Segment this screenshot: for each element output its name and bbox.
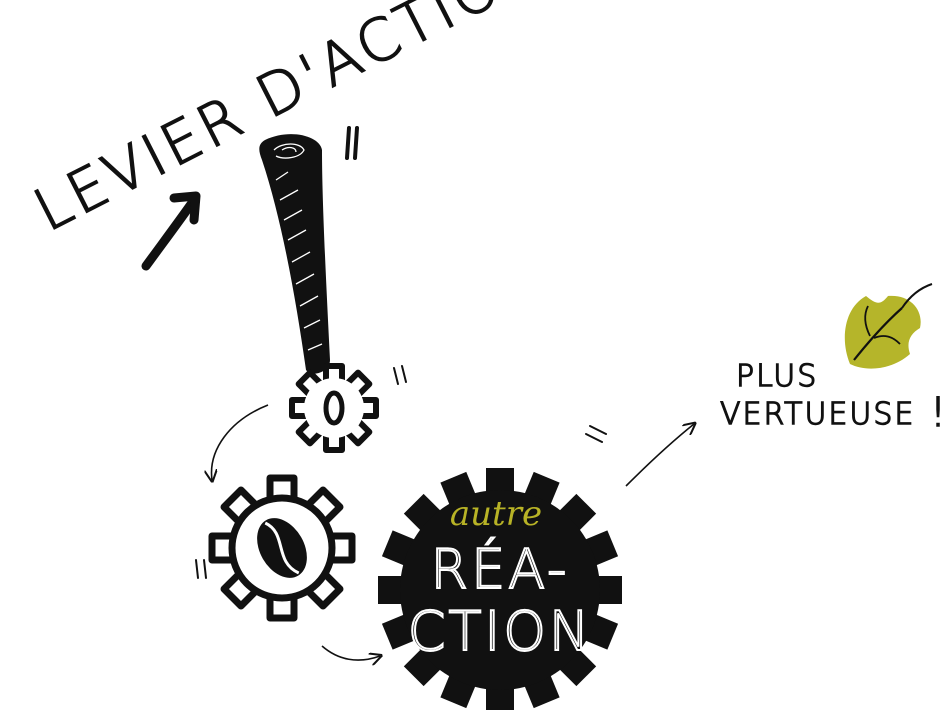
vertueuse-label: VERTUEUSE [720,397,915,432]
bean-gear-motion-marks [195,559,207,579]
leaf-icon [844,283,933,369]
big-gear-motion-marks [585,425,607,443]
up-arrow-icon [141,191,201,271]
small-gear-motion-marks [393,365,407,385]
coffee-bean-gear-icon [208,474,356,622]
curved-arrow-left [212,404,269,480]
motion-marks-icon [345,126,359,160]
arrow-to-vertueuse [625,424,694,487]
lever-handle-icon [259,134,330,374]
gear-script-text: autre [450,494,542,534]
big-gear-icon [378,468,622,712]
curved-arrow-bottom [321,645,380,660]
plus-label: PLUS [736,359,818,394]
exclamation-mark: ! [930,390,946,436]
gear-line2-text: CTION [408,600,593,663]
small-gear-icon [289,363,379,453]
gear-line1-text: RÉA- [431,538,570,601]
